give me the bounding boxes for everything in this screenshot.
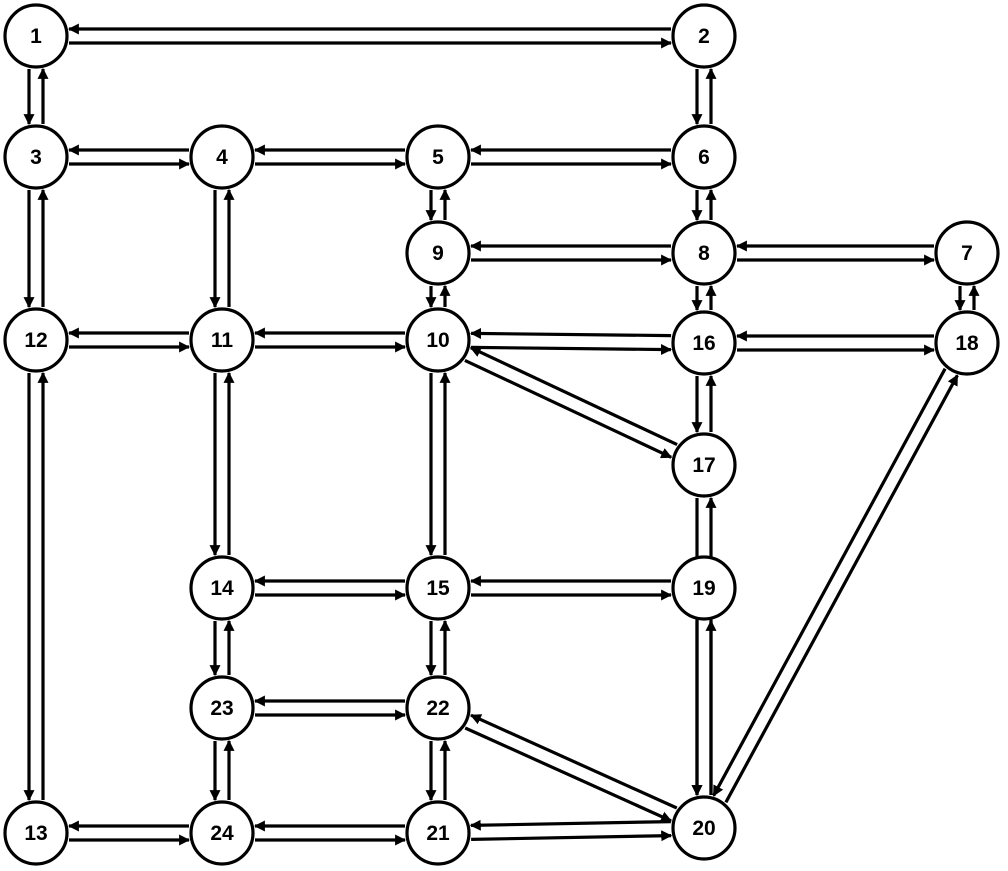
- node-13: 13: [3, 800, 69, 866]
- edges-layer: [23, 23, 980, 846]
- node-circle: [405, 675, 471, 741]
- node-label: 16: [692, 332, 715, 355]
- node-label: 22: [426, 697, 449, 720]
- node-label: 23: [210, 697, 233, 720]
- node-2: 2: [671, 3, 737, 69]
- node-label: 10: [426, 329, 449, 352]
- edge-22-to-20: [464, 726, 673, 823]
- node-circle: [405, 124, 471, 190]
- node-circle: [405, 800, 471, 866]
- edge-20-to-18: [724, 374, 959, 804]
- node-label: 1: [30, 25, 42, 48]
- node-circle: [671, 555, 737, 621]
- node-17: 17: [671, 432, 737, 498]
- node-16: 16: [671, 310, 737, 376]
- node-circle: [671, 310, 737, 376]
- node-18: 18: [934, 310, 1000, 376]
- node-label: 17: [692, 454, 715, 477]
- node-10: 10: [405, 307, 471, 373]
- node-circle: [671, 795, 737, 861]
- node-label: 7: [961, 242, 973, 265]
- node-circle: [189, 555, 255, 621]
- node-label: 5: [432, 146, 444, 169]
- edge-20-to-22: [469, 713, 678, 810]
- node-circle: [3, 124, 69, 190]
- node-circle: [671, 3, 737, 69]
- node-label: 15: [426, 577, 450, 600]
- node-5: 5: [405, 124, 471, 190]
- node-circle: [934, 310, 1000, 376]
- node-label: 19: [692, 577, 715, 600]
- node-label: 13: [24, 822, 47, 845]
- node-label: 9: [432, 242, 444, 265]
- edge-21-to-20: [471, 830, 673, 842]
- node-label: 3: [30, 146, 42, 169]
- node-21: 21: [405, 800, 471, 866]
- node-11: 11: [189, 307, 255, 373]
- node-8: 8: [671, 220, 737, 286]
- node-4: 4: [189, 124, 255, 190]
- node-label: 6: [698, 146, 710, 169]
- node-14: 14: [189, 555, 255, 621]
- node-circle: [3, 307, 69, 373]
- node-circle: [405, 220, 471, 286]
- node-6: 6: [671, 124, 737, 190]
- node-circle: [405, 555, 471, 621]
- node-label: 11: [211, 329, 234, 352]
- edge-18-to-20: [712, 367, 947, 797]
- node-circle: [189, 307, 255, 373]
- node-label: 14: [210, 577, 234, 600]
- node-label: 12: [24, 329, 47, 352]
- node-circle: [405, 307, 471, 373]
- node-24: 24: [189, 800, 255, 866]
- node-circle: [671, 220, 737, 286]
- edge-10-to-16: [470, 343, 672, 355]
- node-label: 18: [955, 332, 979, 355]
- node-circle: [189, 124, 255, 190]
- node-label: 20: [692, 817, 715, 840]
- node-19: 19: [671, 555, 737, 621]
- edge-10-to-17: [464, 358, 673, 459]
- node-circle: [3, 3, 69, 69]
- node-circle: [671, 432, 737, 498]
- node-label: 24: [210, 822, 234, 845]
- edge-20-to-21: [469, 819, 671, 831]
- node-12: 12: [3, 307, 69, 373]
- node-7: 7: [934, 220, 1000, 286]
- node-label: 2: [698, 25, 710, 48]
- node-label: 21: [426, 822, 450, 845]
- edge-16-to-10: [470, 328, 672, 340]
- node-23: 23: [189, 675, 255, 741]
- node-15: 15: [405, 555, 471, 621]
- node-label: 4: [216, 146, 228, 169]
- node-circle: [671, 124, 737, 190]
- node-9: 9: [405, 220, 471, 286]
- node-circle: [3, 800, 69, 866]
- node-circle: [189, 800, 255, 866]
- edge-17-to-10: [469, 346, 678, 447]
- node-20: 20: [671, 795, 737, 861]
- node-label: 8: [698, 242, 710, 265]
- node-3: 3: [3, 124, 69, 190]
- node-circle: [189, 675, 255, 741]
- node-22: 22: [405, 675, 471, 741]
- node-circle: [934, 220, 1000, 286]
- node-1: 1: [3, 3, 69, 69]
